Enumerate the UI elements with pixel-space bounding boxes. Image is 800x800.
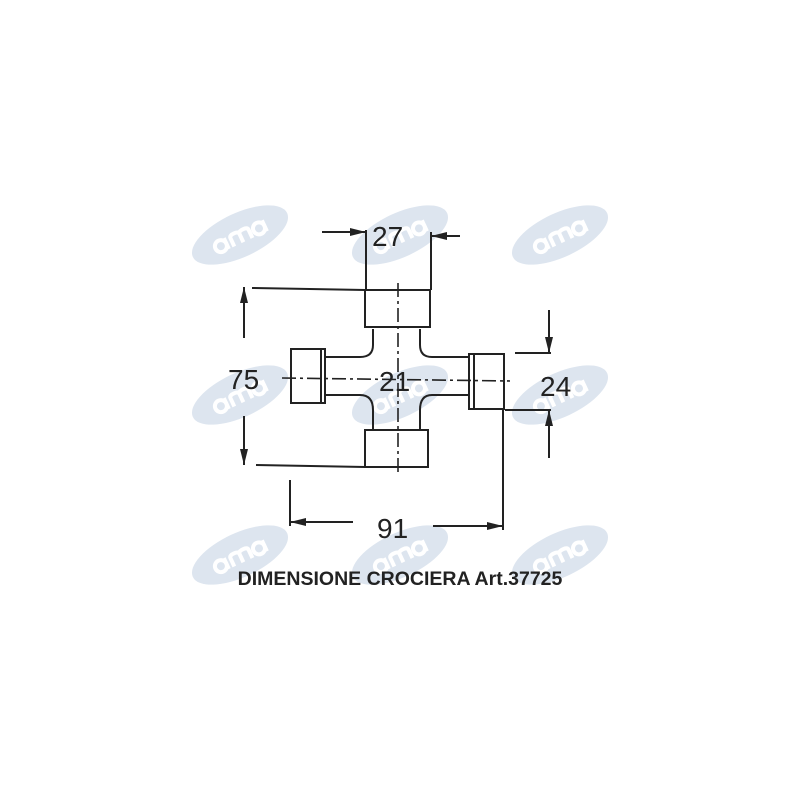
ama-watermark	[351, 365, 449, 425]
ama-logo-lettering	[372, 539, 429, 575]
ama-watermark	[191, 525, 289, 585]
ama-logo-lettering	[532, 539, 589, 575]
ama-watermark	[351, 205, 449, 265]
ama-logo-lettering	[532, 219, 589, 255]
ama-logo-lettering	[372, 379, 429, 415]
ama-logo-lettering	[532, 379, 589, 415]
left-bearing-cap	[290, 348, 326, 404]
body-outline	[419, 329, 469, 358]
body-outline	[326, 329, 374, 358]
dimension-cap-diameter: 24	[540, 371, 571, 402]
bottom-bearing-cap	[364, 429, 429, 468]
dimension-lines	[240, 228, 553, 530]
watermarks	[191, 205, 609, 585]
ama-logo-lettering	[212, 379, 269, 415]
ama-watermark	[511, 525, 609, 585]
body-outline	[326, 394, 374, 430]
ama-logo-lettering	[212, 539, 269, 575]
horizontal-center-line	[281, 377, 511, 382]
dimension-body-diameter: 21	[379, 366, 410, 397]
ama-watermark	[191, 365, 289, 425]
dimension-overall-height: 75	[228, 364, 259, 395]
dimension-overall-width: 91	[377, 513, 408, 544]
body-outline	[419, 394, 469, 430]
dimension-cap-width: 27	[372, 221, 403, 252]
ama-watermark	[191, 205, 289, 265]
ama-logo-lettering	[212, 219, 269, 255]
ama-logo-lettering	[372, 219, 429, 255]
right-bearing-cap	[468, 353, 505, 410]
ama-watermark	[351, 525, 449, 585]
diagram-caption: DIMENSIONE CROCIERA Art.37725	[237, 568, 563, 590]
cross-part-drawing	[281, 283, 511, 472]
ama-watermark	[511, 205, 609, 265]
